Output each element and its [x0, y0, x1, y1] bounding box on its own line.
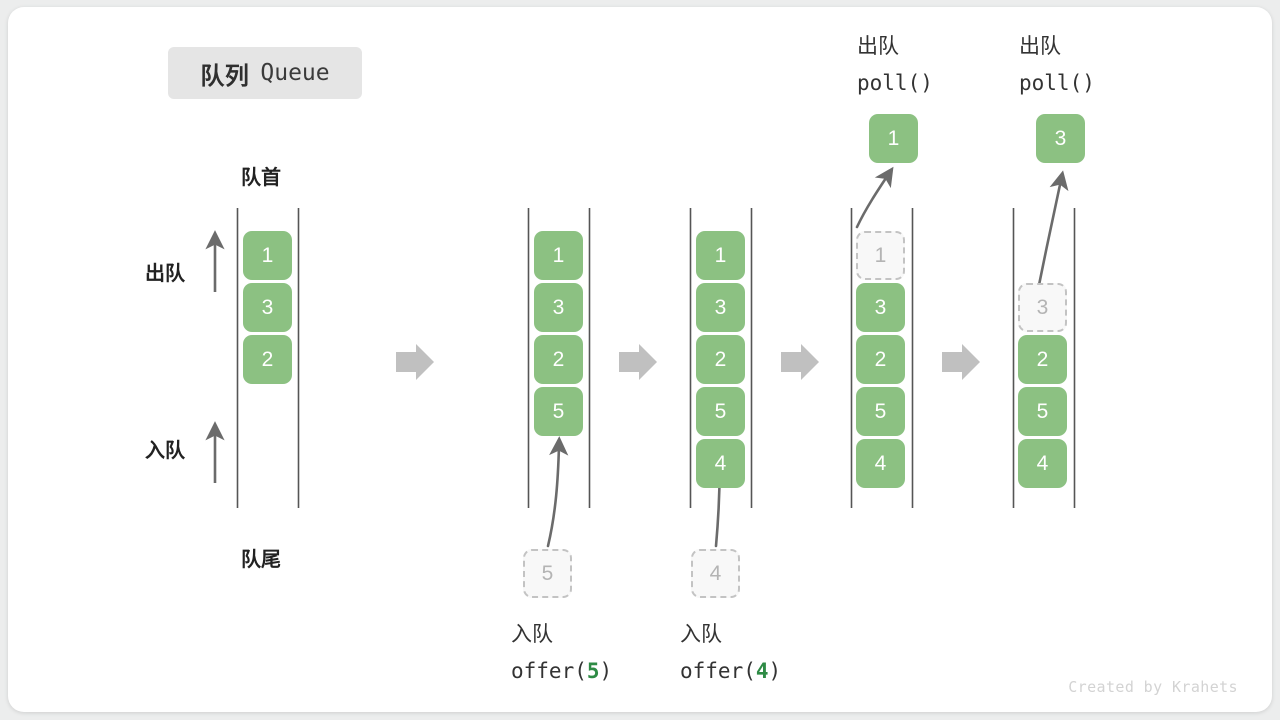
step-arrow-3 [781, 344, 819, 380]
queue-cell: 2 [534, 335, 583, 384]
queue-cell: 1 [243, 231, 292, 280]
call-value: 5 [586, 659, 600, 683]
offer-5-arrow [546, 436, 569, 548]
poll-1-header: 出队 poll() [857, 29, 933, 101]
call-suffix: ) [599, 659, 613, 683]
removed-element: 1 [856, 231, 905, 280]
dequeued-element: 3 [1036, 114, 1085, 163]
title-cn: 队列 [200, 62, 250, 90]
title-en: Queue [260, 60, 330, 86]
removed-element: 3 [1018, 283, 1067, 332]
poll-1-arrow [855, 166, 894, 229]
poll-3-arrow [1037, 170, 1069, 287]
offer-4-caption-call: offer(4) [680, 653, 781, 689]
dequeued-element: 1 [869, 114, 918, 163]
offer-5-caption-cn: 入队 [511, 623, 553, 646]
poll-3-header: 出队 poll() [1019, 29, 1095, 101]
poll-1-header-call: poll() [857, 71, 933, 95]
call-suffix: ) [768, 659, 782, 683]
queue-cell: 1 [696, 231, 745, 280]
offer-5-caption-call: offer(5) [511, 653, 612, 689]
queue-cell: 4 [856, 439, 905, 488]
step-arrows [396, 344, 980, 380]
poll-3-header-cn: 出队 [1019, 35, 1061, 58]
queue-rails [236, 208, 1076, 508]
step-arrow-4 [942, 344, 980, 380]
front-label: 队首 [241, 167, 281, 189]
queue-cell: 1 [534, 231, 583, 280]
queue-cell: 5 [856, 387, 905, 436]
queue-cell: 4 [696, 439, 745, 488]
queue-cell: 5 [1018, 387, 1067, 436]
queue-cell: 2 [1018, 335, 1067, 384]
queue-cell: 2 [243, 335, 292, 384]
queue-cell: 4 [1018, 439, 1067, 488]
call-prefix: offer( [680, 659, 756, 683]
rear-label: 队尾 [241, 549, 281, 571]
offer-5-caption: 入队 offer(5) [511, 617, 612, 689]
call-value: 4 [755, 659, 769, 683]
queue-cell: 5 [534, 387, 583, 436]
queue-cell: 3 [696, 283, 745, 332]
call-prefix: offer( [511, 659, 587, 683]
poll-1-header-cn: 出队 [857, 35, 899, 58]
queue-cell: 5 [696, 387, 745, 436]
queue-cell: 3 [534, 283, 583, 332]
pending-element: 5 [523, 549, 572, 598]
pending-element: 4 [691, 549, 740, 598]
offer-4-caption: 入队 offer(4) [680, 617, 781, 689]
title-badge: 队列 Queue [168, 47, 362, 99]
offer-4-caption-cn: 入队 [680, 623, 722, 646]
queue-cell: 3 [856, 283, 905, 332]
enqueue-side-label: 入队 [145, 440, 185, 462]
queue-cell: 2 [696, 335, 745, 384]
poll-3-header-call: poll() [1019, 71, 1095, 95]
step-arrow-1 [396, 344, 434, 380]
credit-text: Created by Krahets [1068, 678, 1238, 696]
dequeue-side-label: 出队 [145, 263, 185, 285]
queue-cell: 2 [856, 335, 905, 384]
queue-cell: 3 [243, 283, 292, 332]
step-arrow-2 [619, 344, 657, 380]
